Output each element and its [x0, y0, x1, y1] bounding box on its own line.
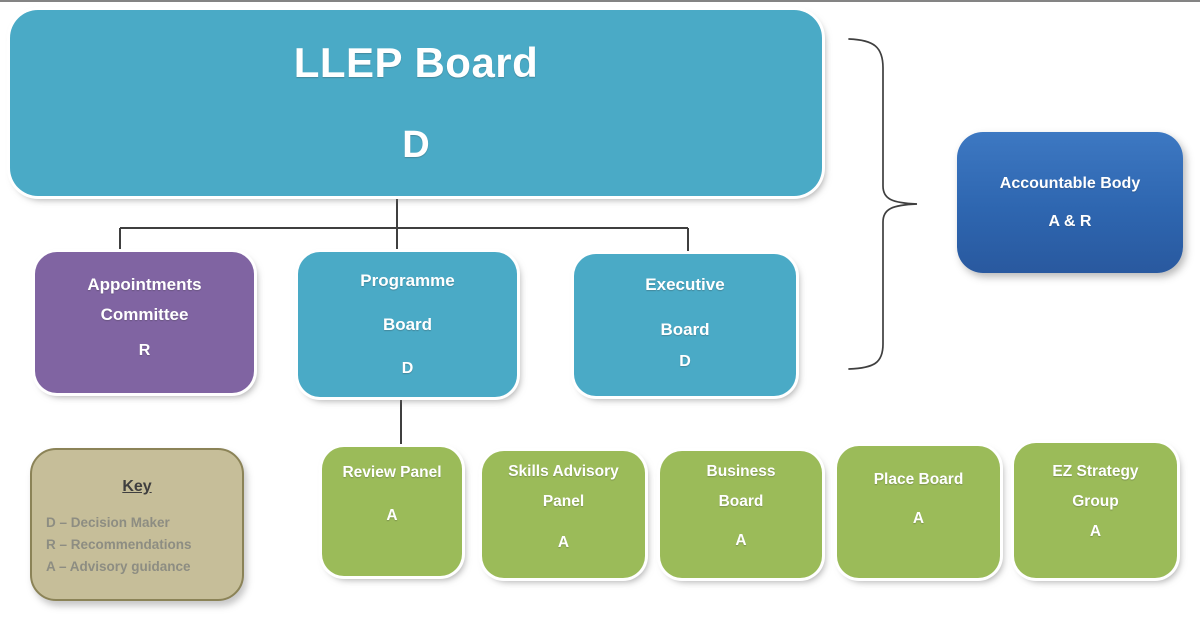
- node-role: A & R: [1048, 212, 1092, 230]
- node-title-line: Review Panel: [342, 464, 442, 481]
- node-ez-strategy-group: EZ Strategy Group A: [1014, 443, 1177, 578]
- node-accountable-body: Accountable Body A & R: [957, 132, 1183, 273]
- node-place-board: Place Board A: [837, 446, 1000, 578]
- curly-brace-shape: [848, 38, 918, 370]
- node-business-board: Business Board A: [660, 451, 822, 578]
- node-role: D: [401, 360, 414, 377]
- node-programme-board: Programme Board D: [298, 252, 517, 397]
- node-title: LLEP Board: [293, 39, 539, 86]
- node-title-line: Programme: [360, 271, 455, 290]
- node-title-line: Board: [718, 493, 764, 510]
- node-role: D: [402, 124, 430, 166]
- node-executive-board: Executive Board D: [574, 254, 796, 396]
- node-title-line: Place Board: [873, 471, 964, 488]
- node-role: R: [138, 342, 151, 359]
- node-role: A: [735, 532, 747, 549]
- legend-entry-recommendations: R – Recommendations: [46, 537, 192, 552]
- node-title-line: Committee: [100, 305, 189, 324]
- node-title-line: EZ Strategy: [1052, 463, 1139, 480]
- node-title-line: Group: [1072, 493, 1119, 510]
- legend-key-box: Key D – Decision Maker R – Recommendatio…: [30, 448, 244, 601]
- node-review-panel: Review Panel A: [322, 447, 462, 576]
- node-title-line: Business: [706, 463, 776, 480]
- node-title-line: Skills Advisory: [508, 463, 619, 480]
- node-title-line: Appointments: [87, 275, 202, 294]
- node-role: A: [1089, 523, 1102, 540]
- legend-title: Key: [122, 478, 152, 495]
- node-role: A: [386, 507, 398, 524]
- node-appointments-committee: Appointments Committee R: [35, 252, 254, 393]
- node-title-line: Board: [660, 320, 710, 339]
- legend-entry-advisory-guidance: A – Advisory guidance: [46, 559, 191, 574]
- node-role: D: [679, 353, 691, 370]
- node-title-line: Board: [382, 315, 433, 334]
- node-role: A: [557, 534, 570, 551]
- node-skills-advisory-panel: Skills Advisory Panel A: [482, 451, 645, 578]
- node-role: A: [912, 510, 925, 527]
- node-title: Accountable Body: [999, 174, 1141, 192]
- node-title-line: Panel: [542, 493, 585, 510]
- legend-entry-decision-maker: D – Decision Maker: [46, 515, 170, 530]
- node-title-line: Executive: [645, 275, 725, 294]
- node-llep-board: LLEP Board D: [10, 10, 822, 196]
